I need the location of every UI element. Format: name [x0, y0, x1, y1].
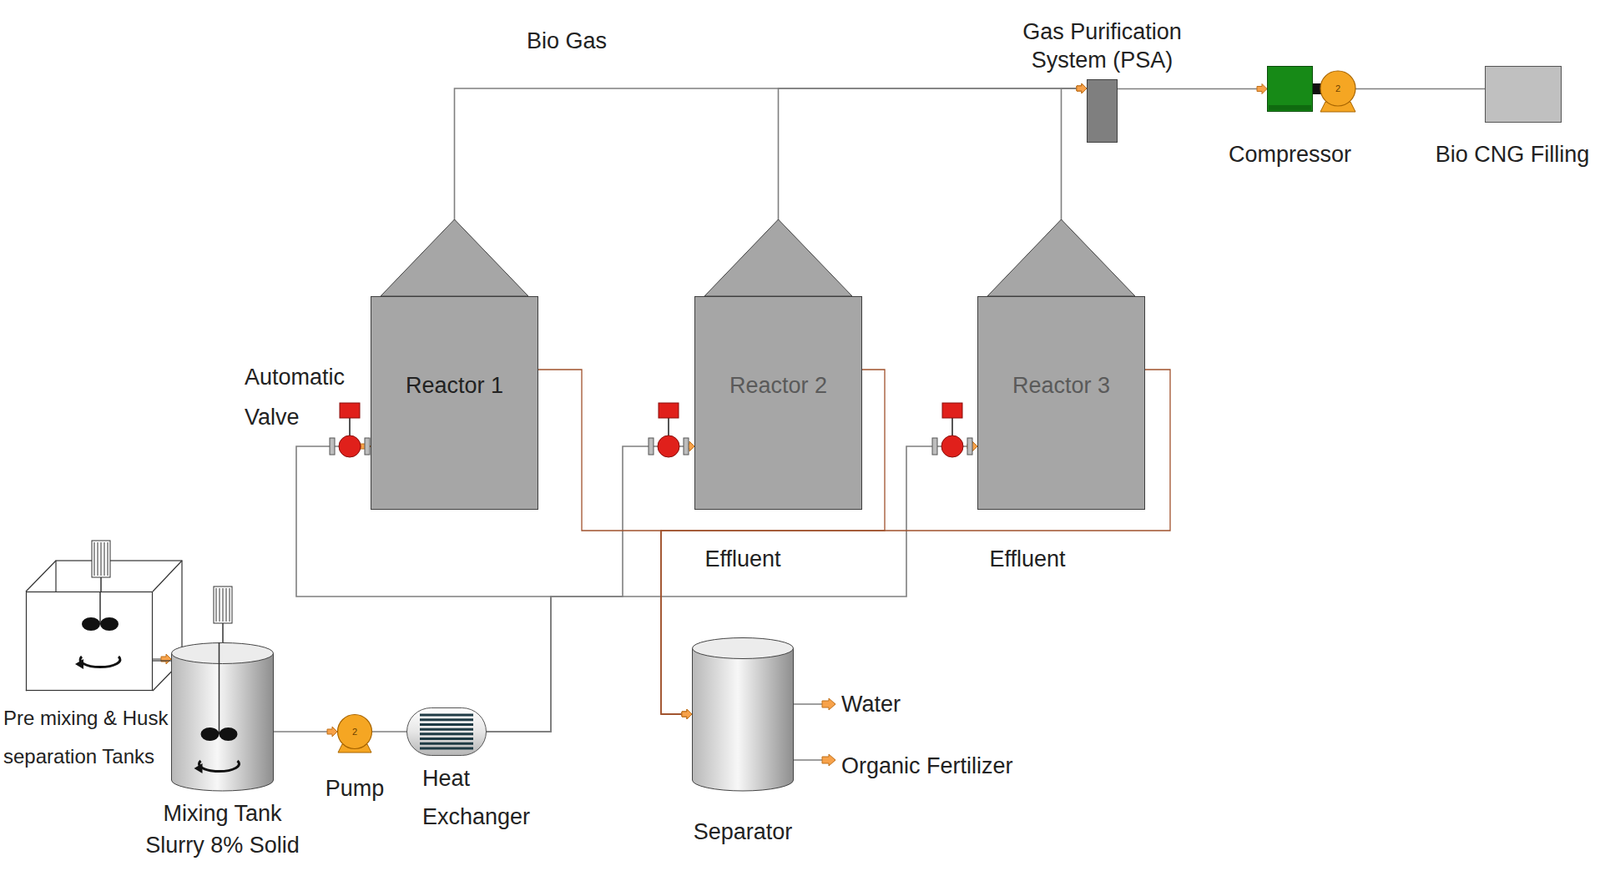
- effluent-pipe: [538, 369, 692, 715]
- mixing-tank-shape: [171, 642, 274, 792]
- reactor-cone: [987, 219, 1136, 297]
- stream-label: Effluent: [989, 545, 1065, 574]
- separator-tank-shape: [691, 637, 794, 792]
- node-label: Bio CNG Filling: [1435, 140, 1590, 169]
- heat-exchanger: Heat Exchanger: [406, 707, 487, 757]
- output-label: Water: [841, 690, 901, 719]
- premix-tank: Pre mixing & Husk separation Tanks: [25, 591, 153, 692]
- process-pipe: [454, 88, 1088, 297]
- node-label: Pre mixing & Husk separation Tanks: [3, 699, 171, 777]
- reactor-vessel-shape: [694, 296, 863, 510]
- node-label: Gas Purification System (PSA): [989, 17, 1216, 75]
- callout-label: Automatic Valve: [244, 357, 370, 438]
- node-label: 2: [352, 726, 358, 737]
- reactor-vessel: Reactor 2: [694, 296, 863, 510]
- stream-label: Effluent: [704, 545, 781, 574]
- process-pipe: [372, 731, 407, 733]
- filling-station: Bio CNG Filling: [1484, 65, 1562, 123]
- premix-tank-outline: [25, 560, 182, 692]
- node-label: Reactor 1: [370, 371, 539, 400]
- filling-station-shape: [1484, 65, 1562, 123]
- purification-unit: Gas Purification System (PSA): [1086, 79, 1118, 143]
- node-label: Reactor 3: [977, 371, 1146, 400]
- separator-tank: Separator: [691, 637, 794, 792]
- valve-symbol: [932, 403, 973, 458]
- process-pipe: [1117, 88, 1267, 91]
- agitator-motor: [91, 540, 111, 592]
- reactor-vessel-shape: [370, 296, 539, 510]
- mixing-tank: Mixing TankSlurry 8% Solid: [171, 642, 274, 792]
- pump-symbol: 2Pump: [337, 714, 373, 750]
- node-label: Mixing Tank: [162, 799, 282, 828]
- reactor-vessel: Reactor 1: [370, 296, 539, 510]
- compressor-box: Compressor: [1266, 65, 1313, 112]
- outlet-arrow: [793, 698, 836, 711]
- valve-symbol: [648, 403, 689, 458]
- node-label: Separator: [693, 817, 793, 847]
- compressor-box-shape: [1266, 65, 1313, 112]
- reactor-vessel-shape: [977, 296, 1146, 510]
- node-sublabel: Slurry 8% Solid: [145, 831, 300, 860]
- node-label: Reactor 2: [694, 371, 863, 400]
- purification-unit-shape: [1086, 79, 1118, 143]
- heat-exchanger-shape: [406, 707, 487, 757]
- valve-symbol: [329, 403, 370, 458]
- compressor-pump: [1312, 70, 1356, 112]
- outlet-arrow: [793, 754, 836, 767]
- output-label: Organic Fertilizer: [841, 746, 1021, 787]
- reactor-vessel: Reactor 3: [977, 296, 1146, 510]
- process-pipe: [152, 658, 172, 661]
- pump-number: 2: [1335, 83, 1341, 94]
- stream-label: Bio Gas: [526, 26, 607, 56]
- reactor-cone: [704, 219, 853, 297]
- node-sublabel: Pump: [325, 774, 385, 803]
- agitator-motor: [213, 586, 233, 645]
- premix-tank-shape: [25, 591, 153, 692]
- process-pipe: [273, 731, 338, 733]
- node-label: Heat Exchanger: [422, 759, 565, 837]
- node-label: Compressor: [1228, 140, 1352, 169]
- reactor-cone: [380, 219, 529, 297]
